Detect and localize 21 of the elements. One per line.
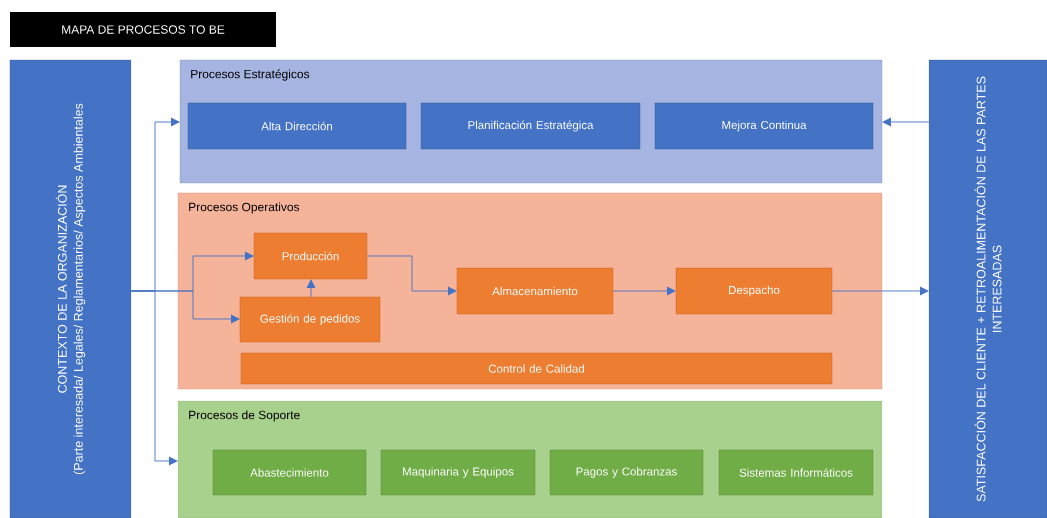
process-box: Despacho [675,267,833,315]
arrow [882,117,930,127]
arrow [366,255,457,296]
process-box: Gestión de pedidos [239,296,381,343]
process-box: Almacenamiento [456,267,614,315]
process-box: Producción [253,232,368,280]
process-box: Alta Dirección [187,102,407,150]
side-column: SATISFACCIÓN DEL CLIENTE + RETROALIMENTACIÓN DE LAS PARTES INTERESADAS [928,59,1047,518]
process-box: Control de Calidad [240,352,833,385]
process-box: Sistemas Informáticos [718,449,874,496]
process-box: Maquinaria y Equipos [380,449,536,496]
process-box: Pagos y Cobranzas [549,449,704,496]
process-box: Planificación Estratégica [420,102,641,150]
title-box: MAPA DE PROCESOS TO BE [10,12,276,47]
arrow [831,286,929,296]
side-column: CONTEXTO DE LA ORGANIZACIÓN (Parte interesada/ Legales/ Reglamentarios/ Aspectos Ambientales [9,59,132,518]
arrow [306,279,316,298]
arrow [612,286,676,296]
process-box: Abastecimiento [212,449,367,496]
process-box: Mejora Continua [654,102,874,150]
arrow [130,290,178,466]
